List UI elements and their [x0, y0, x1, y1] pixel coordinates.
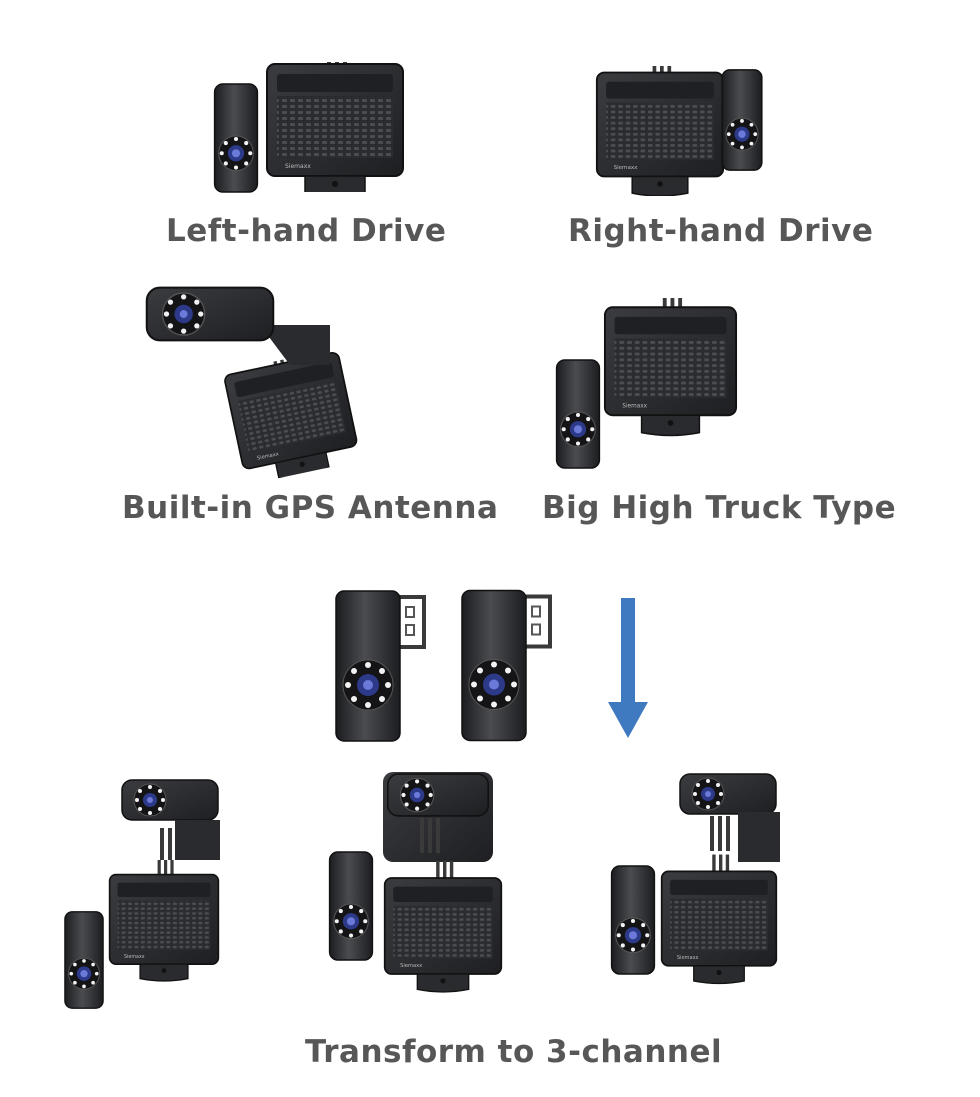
- down-arrow-icon: [606, 598, 650, 740]
- built-in-gps-device: [140, 285, 380, 486]
- three-channel-device-1: [60, 770, 240, 1020]
- caption-big-high-truck: Big High Truck Type: [542, 490, 897, 526]
- camera-module-2: [458, 582, 558, 747]
- caption-built-in-gps: Built-in GPS Antenna: [122, 490, 499, 526]
- caption-transform: Transform to 3-channel: [305, 1034, 723, 1070]
- three-channel-device-3: [608, 768, 788, 1008]
- big-high-truck-device: [553, 278, 753, 478]
- right-hand-drive-device: [595, 38, 775, 208]
- left-hand-drive-device: [210, 40, 410, 210]
- camera-module-1: [332, 585, 432, 745]
- caption-right-hand-drive: Right-hand Drive: [568, 213, 874, 249]
- three-channel-device-2: [325, 768, 525, 1028]
- caption-left-hand-drive: Left-hand Drive: [166, 213, 447, 249]
